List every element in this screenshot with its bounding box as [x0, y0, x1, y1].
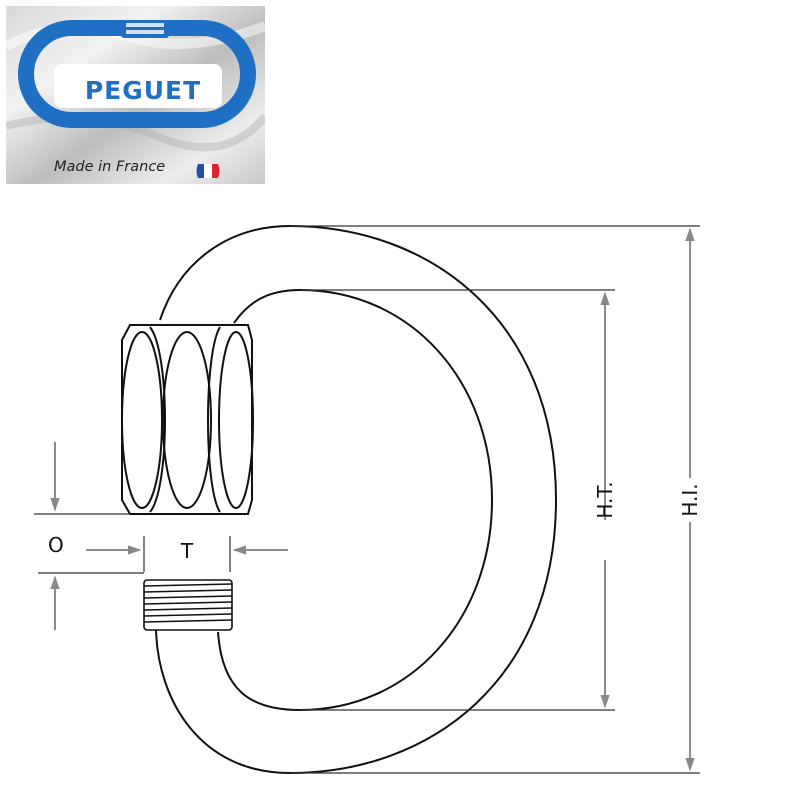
brand-name: PEGUET: [84, 76, 202, 105]
extension-lines: [290, 225, 700, 774]
outer-height-label: H.I.: [678, 483, 702, 516]
thread-dimension: [86, 536, 288, 572]
hex-nut: [121, 324, 254, 515]
link-logo-icon: [18, 20, 256, 128]
opening-dimension: [34, 442, 144, 630]
logo-panel: PEGUET Made in France: [6, 6, 265, 184]
made-in-france-tagline: Made in France: [54, 159, 166, 175]
french-flag-icon: [196, 164, 220, 178]
threaded-end: [143, 579, 233, 631]
thread-label: T: [180, 539, 194, 563]
inner-height-label: H.T.: [593, 481, 617, 518]
opening-label: O: [48, 533, 64, 557]
logo-background: [6, 6, 265, 184]
